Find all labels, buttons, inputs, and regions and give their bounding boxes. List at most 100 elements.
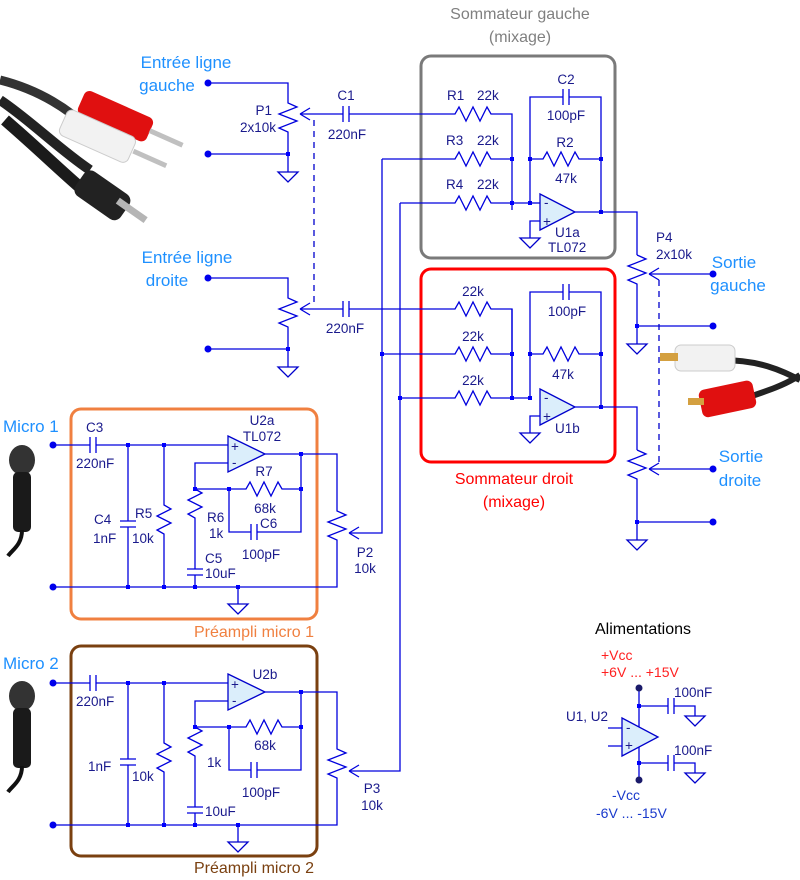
rb3-value: 22k bbox=[462, 373, 484, 388]
left-summer-frame bbox=[419, 54, 617, 260]
p3-value: 10k bbox=[361, 798, 383, 813]
r4-ref: R4 bbox=[446, 177, 464, 192]
right-summer-subtitle: (mixage) bbox=[483, 494, 545, 511]
u1a-ref: U1a bbox=[555, 225, 580, 240]
rb2-value: 22k bbox=[462, 329, 484, 344]
output-left-label: Sortie bbox=[712, 253, 756, 272]
rca-output-plugs-photo bbox=[660, 344, 800, 418]
vpos-label: +Vcc bbox=[601, 647, 633, 663]
left-summer-subtitle: (mixage) bbox=[489, 29, 551, 46]
input-left-label: Entrée ligne bbox=[141, 53, 232, 72]
right-summer-circuit bbox=[382, 284, 638, 450]
r3-value: 22k bbox=[477, 133, 499, 148]
output-pots bbox=[626, 254, 717, 551]
c6-ref: C6 bbox=[260, 516, 277, 531]
power-chips-label: U1, U2 bbox=[566, 709, 608, 724]
right-summer-frame bbox=[419, 267, 617, 464]
cb-fb-value: 100pF bbox=[548, 304, 586, 319]
c4-value: 1nF bbox=[93, 531, 116, 546]
m2-cin-value: 220nF bbox=[76, 694, 114, 709]
input-right-label: Entrée ligne bbox=[142, 248, 233, 267]
u1b-ref: U1b bbox=[555, 421, 580, 436]
r2-value: 47k bbox=[555, 171, 577, 186]
u2a-ref: U2a bbox=[250, 413, 275, 428]
c2-ref: C2 bbox=[557, 72, 574, 87]
u1a-part: TL072 bbox=[548, 240, 586, 255]
decoupling-bottom-value: 100nF bbox=[674, 743, 712, 758]
r6-value: 1k bbox=[209, 526, 224, 541]
p2-value: 10k bbox=[354, 561, 376, 576]
r1-ref: R1 bbox=[447, 88, 464, 103]
mic1-label: Micro 1 bbox=[3, 417, 59, 436]
preamp2-title: Préampli micro 2 bbox=[194, 860, 314, 877]
vneg-range: -6V ... -15V bbox=[596, 805, 667, 821]
r2-ref: R2 bbox=[556, 135, 573, 150]
c4-ref: C4 bbox=[94, 512, 112, 527]
c3-value: 220nF bbox=[76, 456, 114, 471]
r4-value: 22k bbox=[477, 177, 499, 192]
microphone-1-photo bbox=[6, 445, 35, 558]
r5-ref: R5 bbox=[135, 506, 152, 521]
right-summer-title: Sommateur droit bbox=[455, 471, 574, 488]
u2b-ref: U2b bbox=[253, 667, 278, 682]
pwr-op-plus: + bbox=[625, 738, 633, 753]
u1a-minus: - bbox=[544, 195, 549, 210]
decoupling-top-value: 100nF bbox=[674, 685, 712, 700]
line-input-left-section bbox=[204, 79, 513, 210]
c5-value: 10uF bbox=[205, 566, 236, 581]
mic1-bus bbox=[363, 159, 383, 534]
vneg-label: -Vcc bbox=[612, 787, 640, 803]
preamp1-circuit bbox=[49, 434, 363, 615]
rb1-value: 22k bbox=[462, 284, 484, 299]
m2-rfb-value: 68k bbox=[254, 738, 276, 753]
c5-ref: C5 bbox=[205, 551, 222, 566]
r3-ref: R3 bbox=[446, 133, 463, 148]
mic2-label: Micro 2 bbox=[3, 654, 59, 673]
rb-fb-value: 47k bbox=[552, 367, 574, 382]
m2-csh-value: 1nF bbox=[88, 759, 111, 774]
u1b-minus: - bbox=[544, 390, 549, 405]
p1-value: 2x10k bbox=[240, 120, 276, 135]
m2-cg-value: 10uF bbox=[205, 804, 236, 819]
pwr-op-minus: - bbox=[626, 720, 631, 735]
p4-ref: P4 bbox=[656, 230, 673, 245]
p1-ref: P1 bbox=[255, 103, 272, 118]
c3-ref: C3 bbox=[86, 420, 103, 435]
output-left-label-2: gauche bbox=[710, 276, 766, 295]
mic2-bus bbox=[363, 203, 401, 772]
u2b-minus: - bbox=[232, 693, 237, 708]
preamp2-circuit bbox=[49, 672, 363, 853]
u1a-plus: + bbox=[543, 214, 551, 229]
input-right-label-2: droite bbox=[146, 271, 189, 290]
p2-ref: P2 bbox=[357, 545, 374, 560]
r7-value: 68k bbox=[254, 501, 276, 516]
c2-value: 100pF bbox=[547, 108, 585, 123]
output-right-label: Sortie bbox=[719, 447, 763, 466]
preamp1-frame bbox=[69, 407, 319, 621]
output-right-label-2: droite bbox=[719, 471, 762, 490]
u2a-minus: - bbox=[232, 455, 237, 470]
vpos-range: +6V ... +15V bbox=[601, 664, 679, 680]
u1b-plus: + bbox=[543, 409, 551, 424]
left-summer-title: Sommateur gauche bbox=[450, 6, 590, 23]
input-left-label-2: gauche bbox=[139, 76, 195, 95]
p3-ref: P3 bbox=[364, 781, 381, 796]
r7-ref: R7 bbox=[255, 464, 272, 479]
m2-cfb-value: 100pF bbox=[242, 785, 280, 800]
c6-value: 100pF bbox=[242, 547, 280, 562]
u2b-plus: + bbox=[231, 677, 239, 692]
m2-rsh-value: 10k bbox=[132, 769, 154, 784]
preamp2-frame bbox=[69, 644, 319, 858]
r1-value: 22k bbox=[477, 88, 499, 103]
left-summer-circuit bbox=[382, 89, 638, 255]
microphone-2-photo bbox=[6, 681, 35, 794]
m2-rg-value: 1k bbox=[207, 755, 222, 770]
power-title: Alimentations bbox=[595, 621, 691, 638]
c1-ref: C1 bbox=[337, 88, 354, 103]
r6-ref: R6 bbox=[207, 510, 224, 525]
line-input-right-section bbox=[204, 274, 513, 400]
preamp1-title: Préampli micro 1 bbox=[194, 624, 314, 641]
c1-value: 220nF bbox=[328, 127, 366, 142]
